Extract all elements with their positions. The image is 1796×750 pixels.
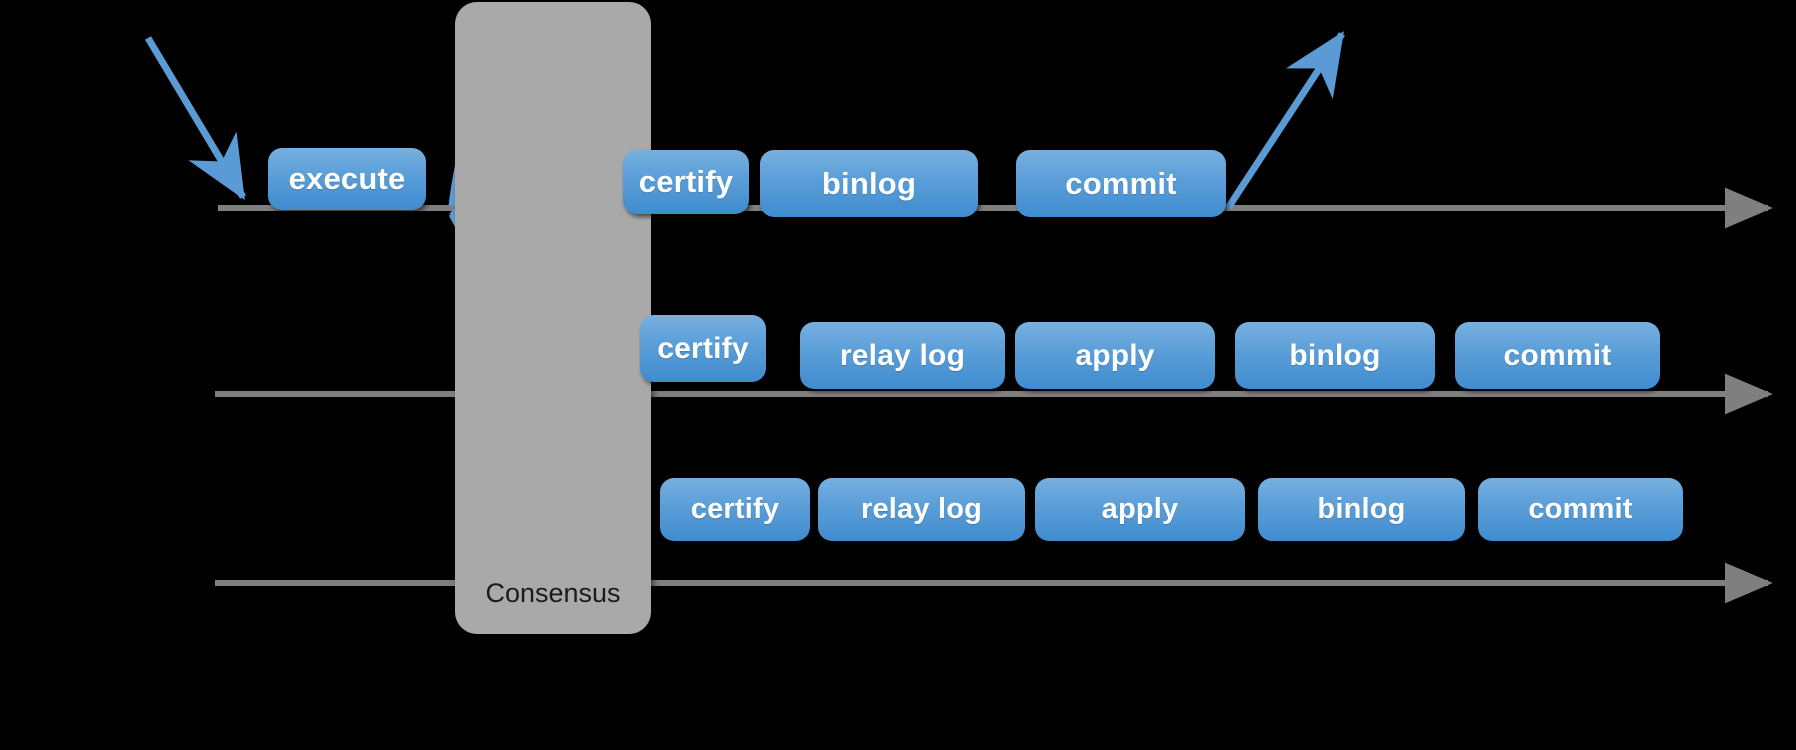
node-row2-relay-log[interactable]: relay log [800, 322, 1005, 389]
node-row1-binlog[interactable]: binlog [760, 150, 978, 217]
node-row1-commit[interactable]: commit [1016, 150, 1226, 217]
node-row3-commit[interactable]: commit [1478, 478, 1683, 541]
node-row3-binlog[interactable]: binlog [1258, 478, 1465, 541]
node-row3-certify[interactable]: certify [660, 478, 810, 541]
node-row2-apply[interactable]: apply [1015, 322, 1215, 389]
outgoing-client-arrow [1225, 31, 1345, 210]
node-row2-certify[interactable]: certify [640, 315, 766, 382]
node-row2-binlog[interactable]: binlog [1235, 322, 1435, 389]
node-row1-certify[interactable]: certify [623, 150, 749, 214]
incoming-client-arrow [144, 36, 247, 201]
node-execute[interactable]: execute [268, 148, 426, 210]
consensus-region [455, 2, 651, 634]
node-row2-commit[interactable]: commit [1455, 322, 1660, 389]
node-row3-apply[interactable]: apply [1035, 478, 1245, 541]
node-row3-relay-log[interactable]: relay log [818, 478, 1025, 541]
